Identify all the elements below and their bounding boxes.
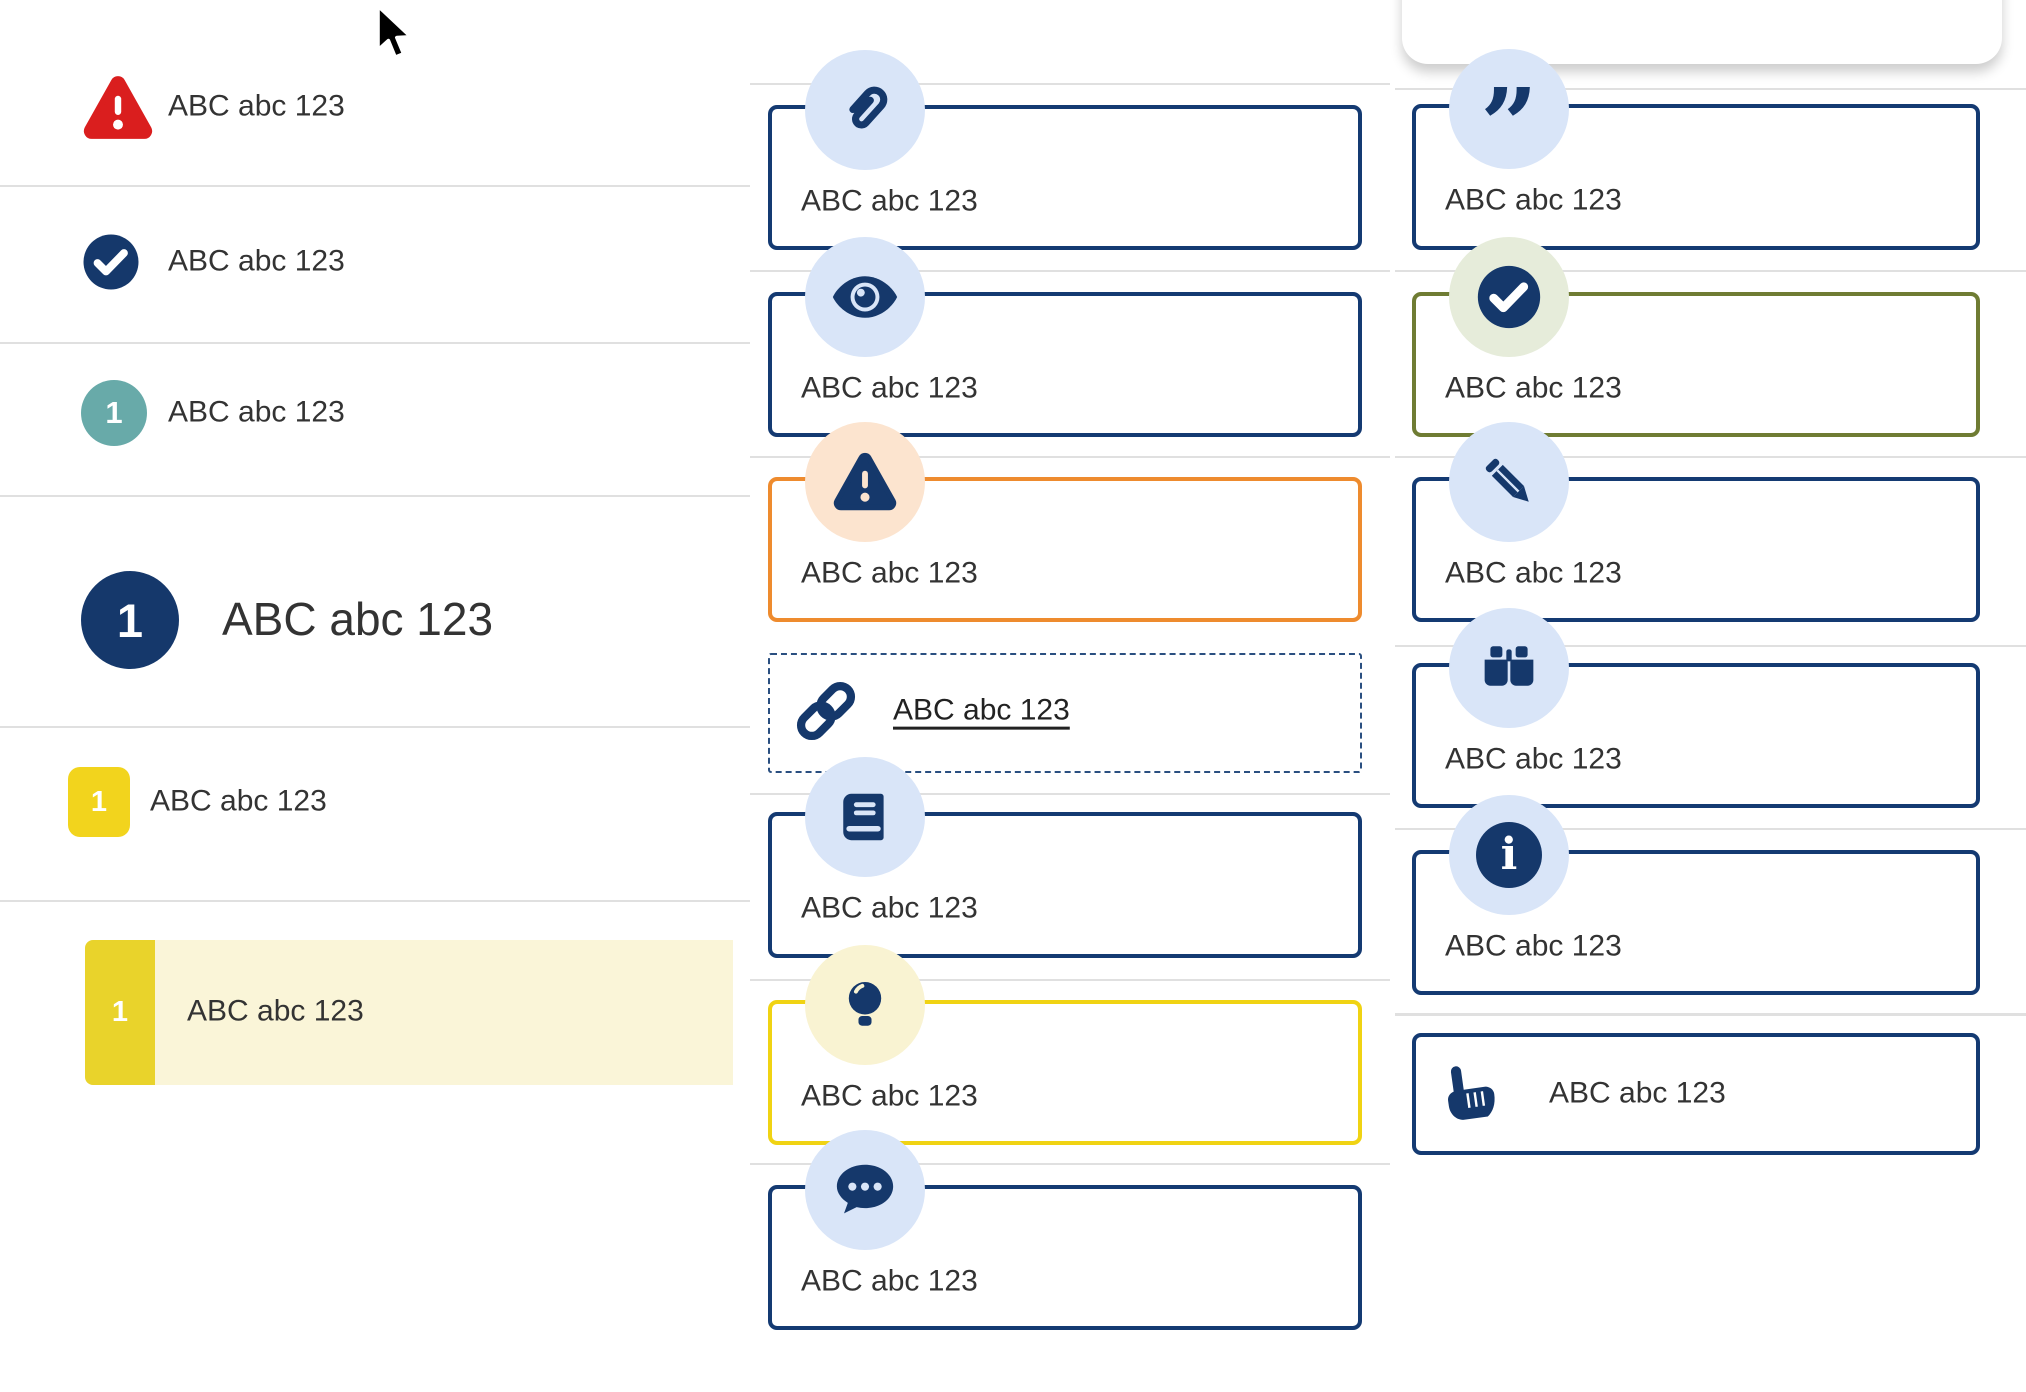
badge-number: 1 <box>90 785 108 818</box>
row-divider <box>0 495 750 497</box>
mouse-cursor <box>366 2 422 64</box>
quote-icon: ” <box>1449 49 1569 184</box>
number-badge-large-icon: 1 <box>81 571 179 669</box>
callout-link-text[interactable]: ABC abc 123 <box>893 693 1070 727</box>
callout-label: ABC abc 123 <box>1445 742 1622 776</box>
callout-label: ABC abc 123 <box>801 1264 978 1298</box>
row-divider <box>0 726 750 728</box>
callout-label: ABC abc 123 <box>801 1079 978 1113</box>
row-divider <box>750 270 1390 272</box>
callout-label: ABC abc 123 <box>801 371 978 405</box>
badge-number: 1 <box>105 395 123 430</box>
callout-label: ABC abc 123 <box>1445 183 1622 217</box>
list-item-label: ABC abc 123 <box>168 395 345 429</box>
list-item-label: ABC abc 123 <box>150 784 327 818</box>
list-item-label: ABC abc 123 <box>168 89 345 123</box>
number-badge-yellow-icon: 1 <box>68 767 130 837</box>
callout-label: ABC abc 123 <box>801 556 978 590</box>
row-divider <box>750 979 1390 981</box>
pencil-icon <box>1449 422 1569 542</box>
row-divider <box>1395 88 2026 90</box>
callout-label: ABC abc 123 <box>1445 371 1622 405</box>
list-item-label: ABC abc 123 <box>168 244 345 278</box>
binoculars-icon <box>1449 608 1569 728</box>
row-divider <box>1395 270 2026 272</box>
check-circle-icon <box>81 232 141 292</box>
alert-triangle-icon <box>83 74 153 142</box>
hand-pointer-icon <box>1436 1060 1500 1128</box>
row-divider <box>0 900 750 902</box>
row-divider <box>1395 456 2026 458</box>
list-item-label: ABC abc 123 <box>222 592 494 645</box>
row-divider <box>750 83 1390 85</box>
callout-label: ABC abc 123 <box>1445 929 1622 963</box>
selected-row-background <box>155 940 733 1085</box>
quote-glyph: ” <box>1480 66 1538 184</box>
badge-number: 1 <box>111 996 129 1028</box>
comment-icon <box>805 1130 925 1250</box>
list-item-label: ABC abc 123 <box>187 994 364 1028</box>
info-glyph: i <box>1500 829 1518 880</box>
callout-link <box>768 653 1362 773</box>
info-icon: i <box>1449 795 1569 915</box>
row-divider <box>1395 645 2026 647</box>
link-icon <box>793 678 859 744</box>
row-divider <box>0 342 750 344</box>
row-divider <box>0 185 750 187</box>
callout-action[interactable] <box>1412 1033 1980 1155</box>
row-divider <box>750 1163 1390 1165</box>
row-divider <box>750 793 1390 795</box>
row-divider <box>1395 828 2026 830</box>
book-icon <box>805 757 925 877</box>
callout-label: ABC abc 123 <box>1549 1076 1726 1110</box>
number-badge-yellow-highlight-icon: 1 <box>85 940 155 1085</box>
row-divider <box>1395 1013 2026 1016</box>
paperclip-icon <box>805 50 925 170</box>
callout-label: ABC abc 123 <box>801 891 978 925</box>
eye-icon <box>805 237 925 357</box>
callout-label: ABC abc 123 <box>1445 556 1622 590</box>
callout-label: ABC abc 123 <box>801 184 978 218</box>
alert-triangle-icon <box>805 422 925 542</box>
number-badge-teal-icon: 1 <box>81 380 147 446</box>
badge-number: 1 <box>116 593 144 647</box>
row-divider <box>750 456 1390 458</box>
check-circle-icon <box>1449 237 1569 357</box>
lightbulb-icon <box>805 945 925 1065</box>
